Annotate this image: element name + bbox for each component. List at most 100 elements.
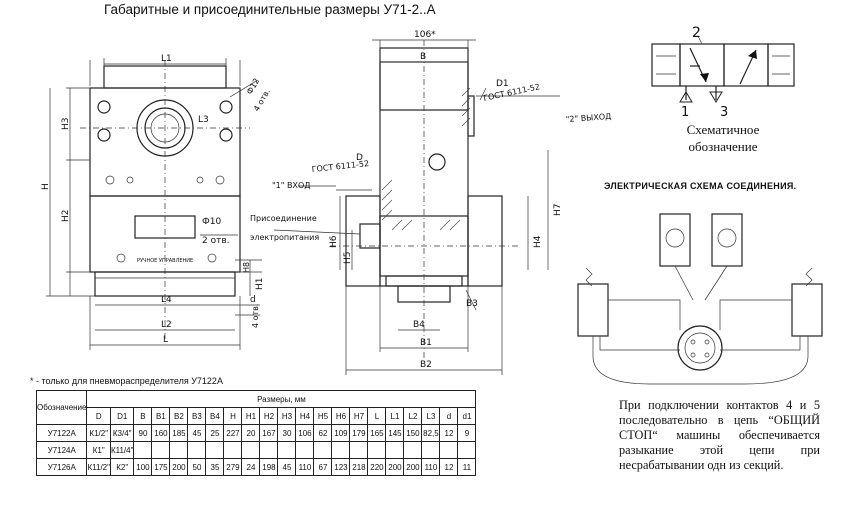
table-cell: К2" [109,458,135,476]
table-cell [421,441,441,459]
table-note: * - только для пневмораспределителя У712… [30,376,223,386]
table-cell: 35 [205,458,225,476]
label-D1: D1 [496,79,509,89]
table-column-header: H4 [295,407,315,425]
table-column-header: B2 [169,407,189,425]
table-cell: 50 [187,458,207,476]
table-cell: 30 [277,424,297,442]
dim-H2: H2 [61,210,71,223]
mount-hole-icon [97,100,111,114]
table-cell [151,441,171,459]
table-cell [277,441,297,459]
front-view: L1 L3 L4 L2 L H H2 H3 H1 H8 d 4 отв. Ф12… [41,54,272,350]
dim-H5: H5 [343,252,353,265]
label-connection-1: Присоединение [250,214,317,223]
table-column-header: D1 [109,407,135,425]
dim-L: L [163,335,168,345]
mount-hole-icon [97,128,111,142]
table-cell: 145 [385,424,405,442]
table-cell [313,441,333,459]
table-cell: 12 [439,458,459,476]
table-column-header: L [367,407,387,425]
label-in1: "1" ВХОД [272,181,311,190]
schematic-caption: Схематичное обозначение [668,121,778,155]
table-cell [367,441,387,459]
table-cell: 150 [403,424,423,442]
dim-L3: L3 [198,115,209,125]
table-cell: 227 [223,424,243,442]
table-cell: 45 [187,424,207,442]
table-cell: 220 [367,458,387,476]
table-cell: 106 [295,424,315,442]
table-cell: 123 [331,458,351,476]
dim-H8: H8 [242,262,251,273]
table-column-header: B [133,407,153,425]
table-cell [295,441,315,459]
dim-L4: L4 [161,295,172,305]
dim-phi10-count: 2 отв. [202,236,230,246]
schematic-caption-line2: обозначение [688,139,758,154]
table-cell: К1" [86,441,111,459]
table-cell: 20 [241,424,261,442]
table-cell: К11/2" [86,458,111,476]
table-cell-name: У7124А [35,441,88,459]
table-cell: 45 [277,458,297,476]
table-cell [457,441,477,459]
label-gost-d: ГОСТ 6111-52 [311,159,369,174]
table-cell [187,441,207,459]
table-column-header: D [86,407,111,425]
dim-d1-count: 4 отв. [251,304,260,328]
table-cell: 12 [439,424,459,442]
table-column-header: B3 [187,407,207,425]
nameplate-text: РУЧНОЕ УПРАВЛЕНИЕ [137,258,193,264]
table-cell: К1/2" [86,424,111,442]
circuit-switch-right [711,213,743,267]
table-column-header: H2 [259,407,279,425]
table-cell: 279 [223,458,243,476]
table-cell: 175 [151,458,171,476]
table-cell: 167 [259,424,279,442]
label-out2: "2" ВЫХОД [566,112,612,124]
mount-hole-icon [219,128,233,142]
dim-phi10: Ф10 [202,217,221,227]
table-column-header: H5 [313,407,333,425]
table-header-group: Размеры, мм [86,390,477,408]
table-cell: 90 [133,424,153,442]
dim-H: H [41,183,51,190]
dim-L2: L2 [161,320,172,330]
table-cell: 110 [421,458,441,476]
table-cell-name: У7122А [35,424,88,442]
table-cell [241,441,261,459]
table-cell: 109 [331,424,351,442]
table-cell: 11 [457,458,477,476]
label-gost-d1: ГОСТ 6111-52 [483,82,541,103]
page-title: Габаритные и присоединительные размеры У… [104,2,436,17]
circuit-title: ЭЛЕКТРИЧЕСКАЯ СХЕМА СОЕДИНЕНИЯ. [604,181,797,191]
table-cell: 218 [349,458,369,476]
circuit-coil-left [577,283,609,337]
power-connector-icon [359,223,381,249]
table-cell [403,441,423,459]
table-column-header: L3 [421,407,441,425]
table-cell: 9 [457,424,477,442]
table-cell: 198 [259,458,279,476]
table-column-header: H3 [277,407,297,425]
schematic-caption-line1: Схематичное [686,122,760,137]
table-cell [349,441,369,459]
table-cell-name: У7126А [35,458,88,476]
table-cell: 67 [313,458,333,476]
valve-coil-left [651,43,681,87]
valve-schematic: 2 1 3 [651,25,795,120]
table-cell: 82,5 [421,424,441,442]
table-cell: 179 [349,424,369,442]
table-cell: 24 [241,458,261,476]
table-column-header: B1 [151,407,171,425]
table-cell: 200 [403,458,423,476]
table-cell [133,441,153,459]
